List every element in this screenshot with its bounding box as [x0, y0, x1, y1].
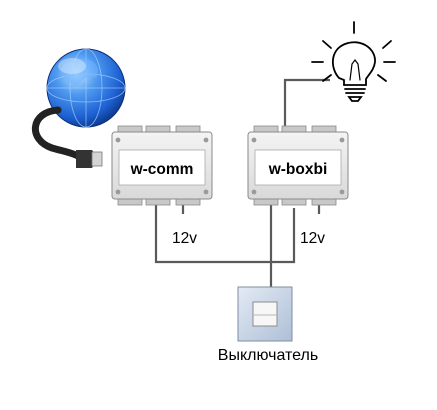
wiring — [154, 78, 330, 287]
module-label-w-boxbi: w-boxbi — [268, 161, 328, 178]
bus-wire — [154, 205, 296, 264]
lamp-wire — [283, 78, 330, 131]
module-w-boxbi: w-boxbi — [247, 125, 349, 206]
wall-switch-icon — [237, 286, 293, 342]
ethernet-cable-icon — [32, 106, 103, 168]
module-label-w-comm: w-comm — [130, 161, 194, 178]
switch-label: Выключатель — [218, 347, 318, 364]
power-label-w-comm: 12v — [172, 230, 197, 247]
globe-icon — [46, 48, 126, 128]
light-bulb-icon — [311, 21, 396, 102]
power-label-w-boxbi: 12v — [300, 230, 325, 247]
module-w-comm: w-comm — [111, 125, 213, 206]
